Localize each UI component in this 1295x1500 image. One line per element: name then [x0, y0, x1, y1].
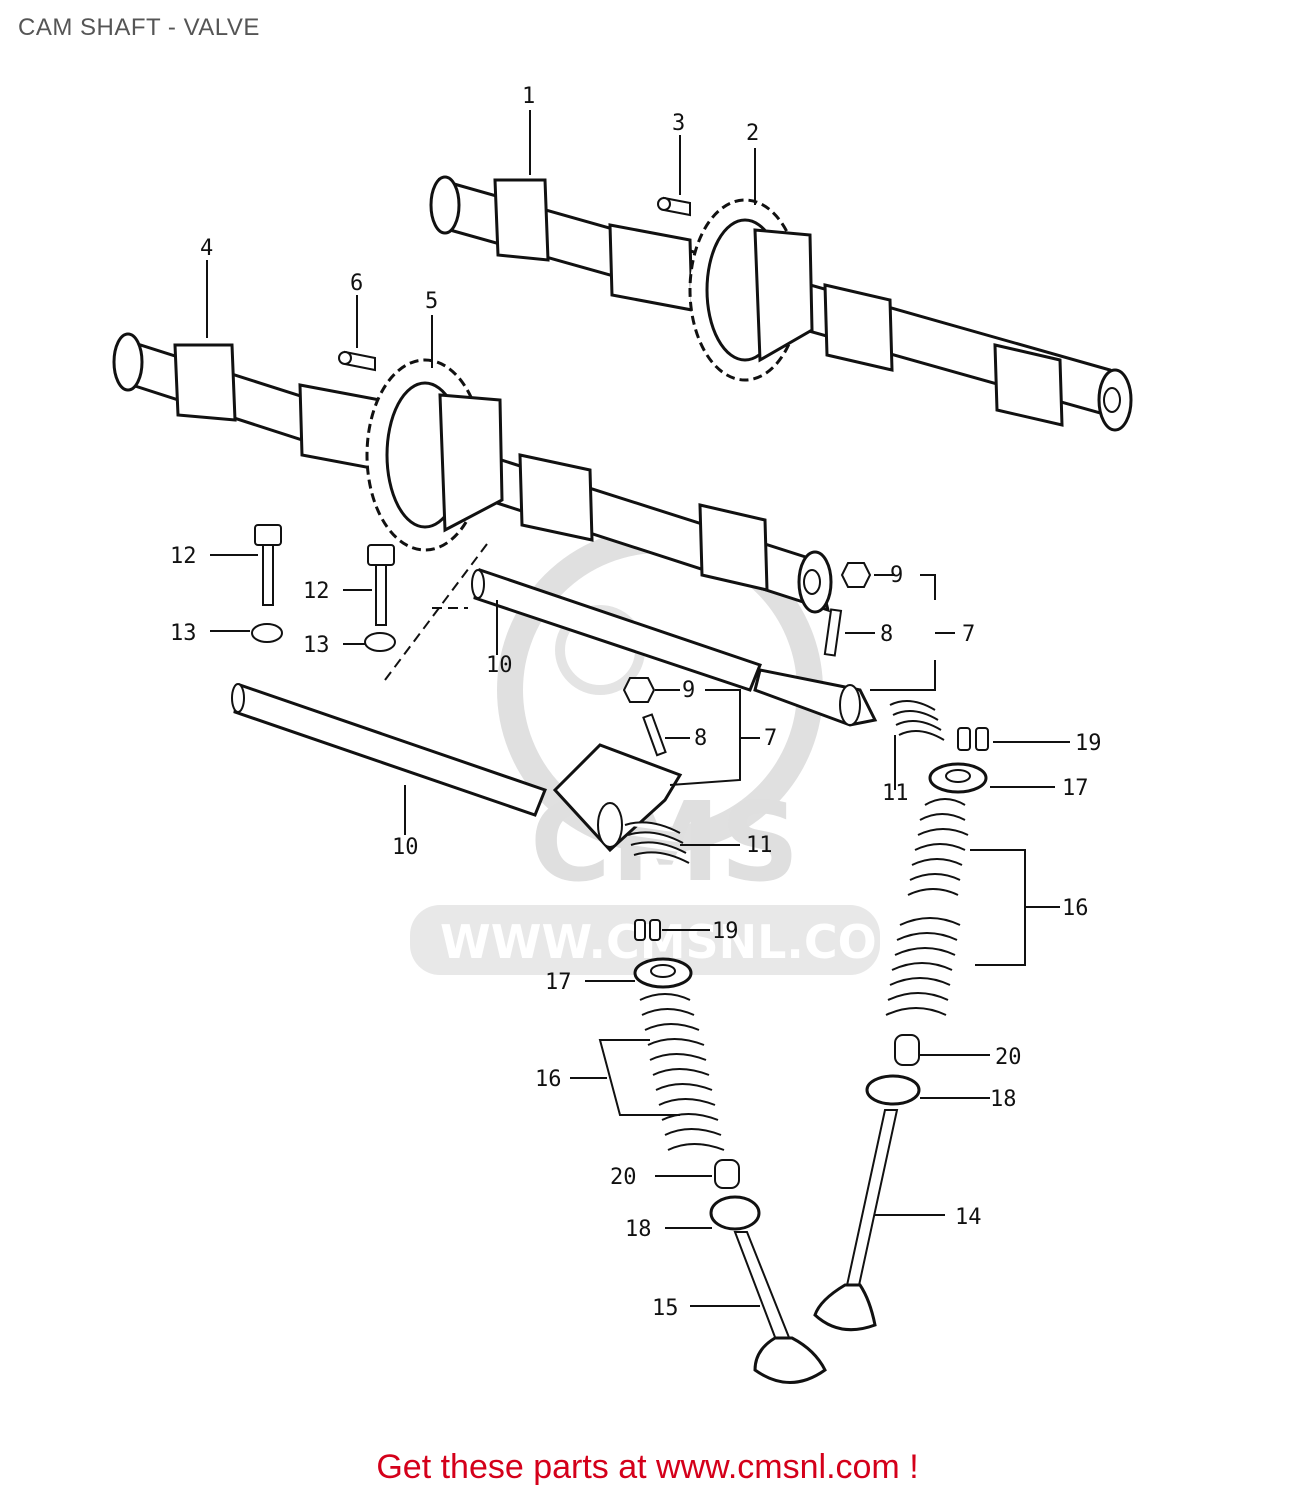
rocker-shaft-upper — [471, 568, 762, 692]
sprocket-bolt-upper — [657, 196, 691, 217]
callout-3: 3 — [672, 111, 685, 136]
spring-11-lower — [624, 821, 690, 864]
spring-seat-18-right — [865, 1074, 921, 1106]
cotter-19-left — [634, 919, 661, 941]
callout-9-lower: 9 — [682, 678, 695, 703]
watermark: CMS WWW.CMSNL.COM — [410, 527, 923, 975]
leader-lines — [206, 110, 1070, 1307]
cam-sprocket-upper — [688, 198, 814, 382]
valve-15-intake — [733, 1231, 827, 1384]
retainer-17-right — [928, 762, 988, 794]
callout-18-right: 18 — [990, 1087, 1017, 1112]
callout-labels: 1 2 3 4 5 6 7 7 8 8 9 9 10 10 11 11 12 1… — [170, 84, 1102, 1321]
callout-5: 5 — [425, 289, 438, 314]
cotter-19-right — [957, 727, 989, 751]
callout-20-left: 20 — [610, 1165, 637, 1190]
adjust-screw-8-lower — [642, 713, 667, 757]
callout-14: 14 — [955, 1205, 982, 1230]
callout-12-right: 12 — [303, 579, 330, 604]
rocker-arm-lower — [552, 743, 683, 853]
callout-4: 4 — [200, 236, 213, 261]
callout-9-upper: 9 — [890, 563, 903, 588]
watermark-url: WWW.CMSNL.COM — [440, 915, 923, 969]
callout-13-right: 13 — [303, 633, 330, 658]
bolt-12-left — [254, 524, 282, 606]
callout-18-left: 18 — [625, 1217, 652, 1242]
bolt-12-right — [367, 544, 395, 626]
callout-15: 15 — [652, 1296, 679, 1321]
callout-8-lower: 8 — [694, 726, 707, 751]
valve-spring-16-right — [885, 798, 969, 1016]
oil-seal-20-right — [894, 1034, 920, 1066]
rocker-arm-upper — [753, 668, 878, 727]
callout-7-lower: 7 — [764, 726, 777, 751]
washer-13-right — [364, 632, 396, 652]
callout-12-left: 12 — [170, 544, 197, 569]
lock-nut-9-lower — [622, 677, 656, 703]
callout-16-left: 16 — [535, 1067, 562, 1092]
callout-19-left: 19 — [712, 919, 739, 944]
callout-2: 2 — [746, 121, 759, 146]
callout-8-upper: 8 — [880, 622, 893, 647]
retainer-17-left — [633, 957, 693, 989]
callout-6: 6 — [350, 271, 363, 296]
callout-20-right: 20 — [995, 1045, 1022, 1070]
callout-16-right: 16 — [1062, 896, 1089, 921]
washer-13-left — [251, 623, 283, 643]
valve-14-exhaust — [813, 1109, 899, 1332]
oil-seal-20-left — [714, 1159, 740, 1189]
callout-17-left: 17 — [545, 970, 572, 995]
callout-11-lower: 11 — [746, 833, 773, 858]
page-title: CAM SHAFT - VALVE — [18, 14, 260, 41]
adjust-screw-8-upper — [823, 608, 843, 657]
callout-13-left: 13 — [170, 621, 197, 646]
callout-10-upper: 10 — [486, 653, 513, 678]
callout-19-right: 19 — [1075, 731, 1102, 756]
lock-nut-9-upper — [840, 562, 872, 588]
callout-17-right: 17 — [1062, 776, 1089, 801]
valve-spring-16-left — [639, 993, 725, 1151]
callout-1: 1 — [522, 84, 535, 109]
spring-11-upper — [889, 700, 945, 741]
rocker-shaft-lower — [231, 683, 547, 817]
callout-10-lower: 10 — [392, 835, 419, 860]
spring-seat-18-left — [709, 1195, 761, 1231]
sprocket-bolt-lower — [338, 350, 376, 372]
callout-11-upper: 11 — [882, 781, 909, 806]
callout-7-upper: 7 — [962, 622, 975, 647]
cam-sprocket-lower — [365, 358, 504, 552]
get-parts-link[interactable]: Get these parts at www.cmsnl.com ! — [376, 1448, 919, 1486]
